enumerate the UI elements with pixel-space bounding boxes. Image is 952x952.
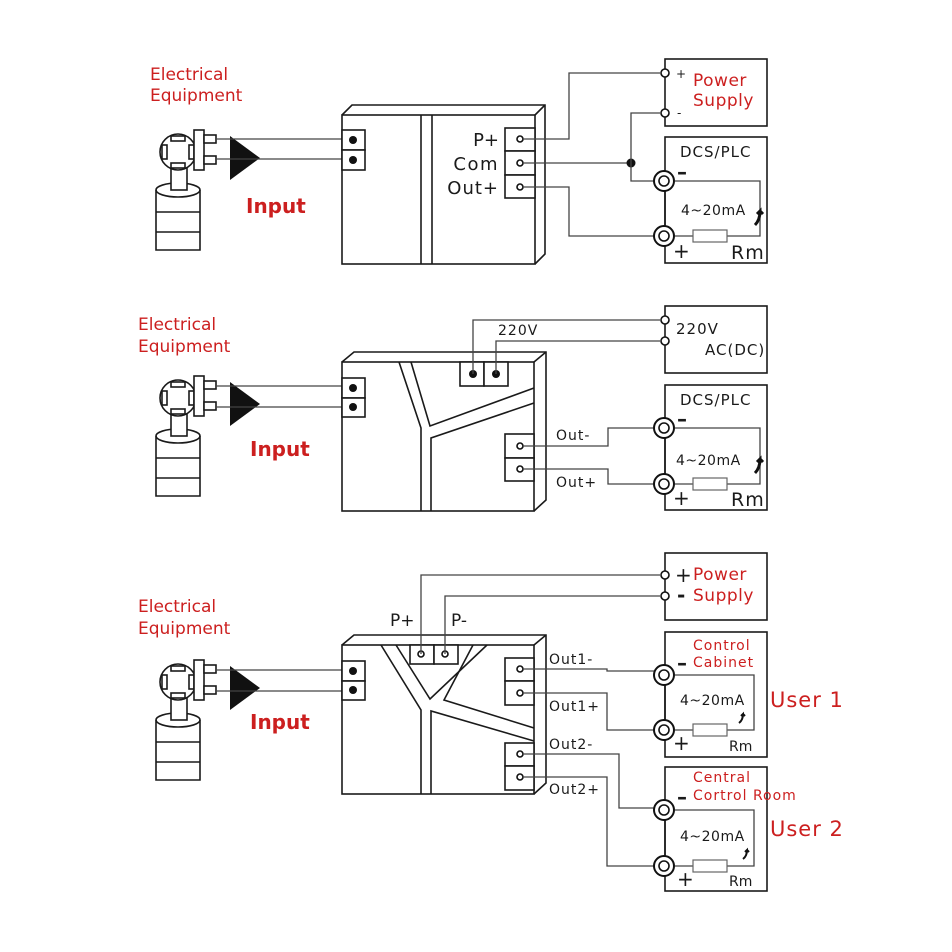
transmitter-device-icon [155,129,261,251]
transmitter-device-icon [155,375,261,497]
top-terminal-label-p-plus: P+ [390,611,415,631]
device-label-line2: Equipment [138,619,231,639]
device-label-line2: Equipment [138,337,231,357]
transmitter-device-icon [155,659,261,781]
current-range-label: 4~20mA [681,203,746,219]
input-label: Input [250,710,310,734]
receiver-plus-sign: + [673,486,690,510]
device-label-line2: Equipment [150,86,243,106]
plus-terminal-icon [653,225,675,247]
resistor-rm [692,723,728,737]
plus-terminal-icon [653,855,675,877]
resistor-label: Rm [731,242,765,264]
resistor-rm [692,859,728,873]
minus-terminal-icon [653,417,675,439]
terminal-label-out-plus: Out+ [447,178,499,199]
power-label-line1: 220V [676,320,719,338]
power-minus-sign: - [677,106,681,120]
input-label: Input [246,194,306,218]
current-range-label: 4~20mA [676,453,741,469]
minus-terminal-icon [653,664,675,686]
user-1-label: User 1 [770,688,844,712]
minus-terminal-icon [653,170,675,192]
current-range-label: 4~20mA [680,693,745,709]
central-control-room-receiver: Central Cortrol Room – 4~20mA + Rm [653,766,797,892]
output-label-out-plus: Out+ [556,475,597,491]
resistor-label: Rm [729,739,752,755]
power-label-line2: AC(DC) [705,341,765,359]
supply-wire-label: 220V [498,323,538,339]
power-plus-sign: + [676,67,686,81]
receiver-plus-sign: + [673,731,690,755]
user-2-label: User 2 [770,817,844,841]
output-label-out-minus: Out- [556,428,590,444]
output-label-out2-plus: Out2+ [549,782,600,798]
power-supply-label-line1: Power [693,565,747,585]
resistor-rm [692,229,728,243]
receiver-title: DCS/PLC [680,391,751,409]
current-arrow-icon [738,711,746,724]
power-supply-label-line2: Supply [693,91,754,111]
receiver-title-line1: Control [693,638,751,654]
device-label-line1: Electrical [150,65,228,85]
input-label: Input [250,437,310,461]
plus-terminal-icon [653,719,675,741]
output-label-out1-plus: Out1+ [549,699,600,715]
one-in-two-out-isolator-module [341,634,547,795]
output-label-out2-minus: Out2- [549,737,593,753]
ac-dc-power-box: 220V AC(DC) [660,305,768,374]
current-arrow-icon [753,455,765,475]
resistor-label: Rm [729,874,752,890]
receiver-minus-sign: – [677,407,687,431]
output-label-out1-minus: Out1- [549,652,593,668]
current-range-label: 4~20mA [680,829,745,845]
diagram-1: Electrical Equipment Input P+ Com Out+ [150,58,768,265]
receiver-title-line2: Cabinet [693,655,754,671]
resistor-label: Rm [731,489,765,511]
terminal-label-com: Com [453,154,499,175]
current-arrow-icon [753,207,765,227]
power-supply-box: + - Power Supply [660,552,768,621]
power-isolator-module [341,351,547,512]
receiver-minus-sign: – [677,160,687,184]
receiver-plus-sign: + [677,867,694,891]
current-arrow-icon [742,847,750,860]
receiver-minus-sign: – [677,651,687,675]
power-plus-sign: + [675,563,692,587]
receiver-minus-sign: – [677,785,687,809]
diagram-3: Electrical Equipment Input [138,552,844,892]
plus-terminal-icon [653,473,675,495]
device-label-line1: Electrical [138,315,216,335]
dcs-plc-receiver: DCS/PLC – 4~20mA + Rm [653,136,768,264]
receiver-plus-sign: + [673,239,690,263]
diagram-2: Electrical Equipment Input 220V [138,305,768,512]
receiver-title-line2: Cortrol Room [693,788,797,804]
dcs-plc-receiver: DCS/PLC – 4~20mA + Rm [653,384,768,511]
control-cabinet-receiver: Control Cabinet – 4~20mA + Rm [653,631,768,758]
minus-terminal-icon [653,799,675,821]
device-label-line1: Electrical [138,597,216,617]
signal-isolator-module [341,104,546,265]
terminal-label-p-plus: P+ [473,130,499,151]
resistor-rm [692,477,728,491]
receiver-title-line1: Central [693,770,751,786]
power-supply-label-line1: Power [693,71,747,91]
power-supply-label-line2: Supply [693,586,754,606]
receiver-title: DCS/PLC [680,143,751,161]
power-minus-sign: - [677,583,685,607]
top-terminal-label-p-minus: P- [451,611,467,631]
power-supply-box: + - Power Supply [660,58,768,127]
